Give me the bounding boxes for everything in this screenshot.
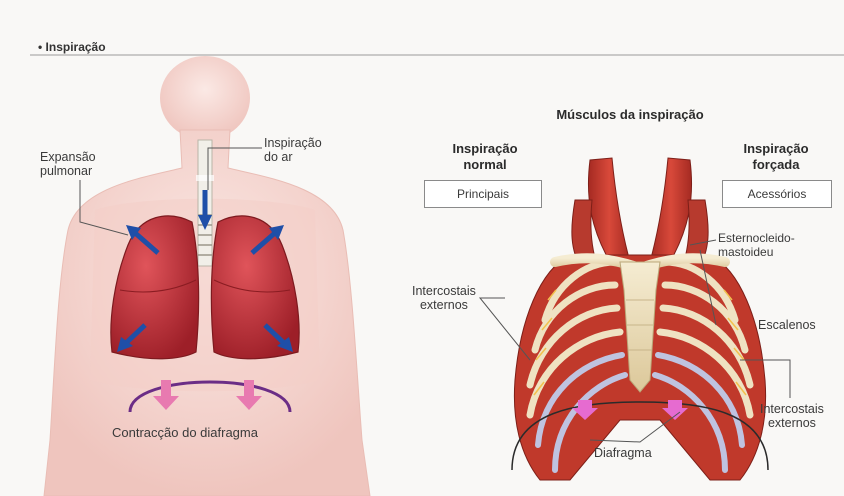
header-inspiracao-forcada: Inspiração forçada	[724, 141, 828, 173]
head-shape	[160, 56, 250, 140]
box-acessorios: Acessórios	[722, 180, 832, 208]
muscles-title: Músculos da inspiração	[530, 107, 730, 123]
label-intercostais-externos-right: Intercostais externos	[760, 402, 824, 430]
section-title: • Inspiração	[38, 40, 106, 54]
label-inspiracao-do-ar: Inspiração do ar	[264, 136, 322, 164]
label-contraccao-diafragma: Contracção do diafragma	[112, 426, 258, 440]
label-diafragma: Diafragma	[594, 446, 652, 460]
label-expansao-pulmonar: Expansão pulmonar	[40, 150, 96, 178]
neck-muscles	[572, 158, 708, 270]
label-esternocleidomastoideu: Esternocleido- mastoideu	[718, 231, 795, 259]
header-inspiracao-normal: Inspiração normal	[430, 141, 540, 173]
label-intercostais-externos-left: Intercostais externos	[412, 284, 476, 312]
box-principais: Principais	[424, 180, 542, 208]
label-escalenos: Escalenos	[758, 318, 816, 332]
